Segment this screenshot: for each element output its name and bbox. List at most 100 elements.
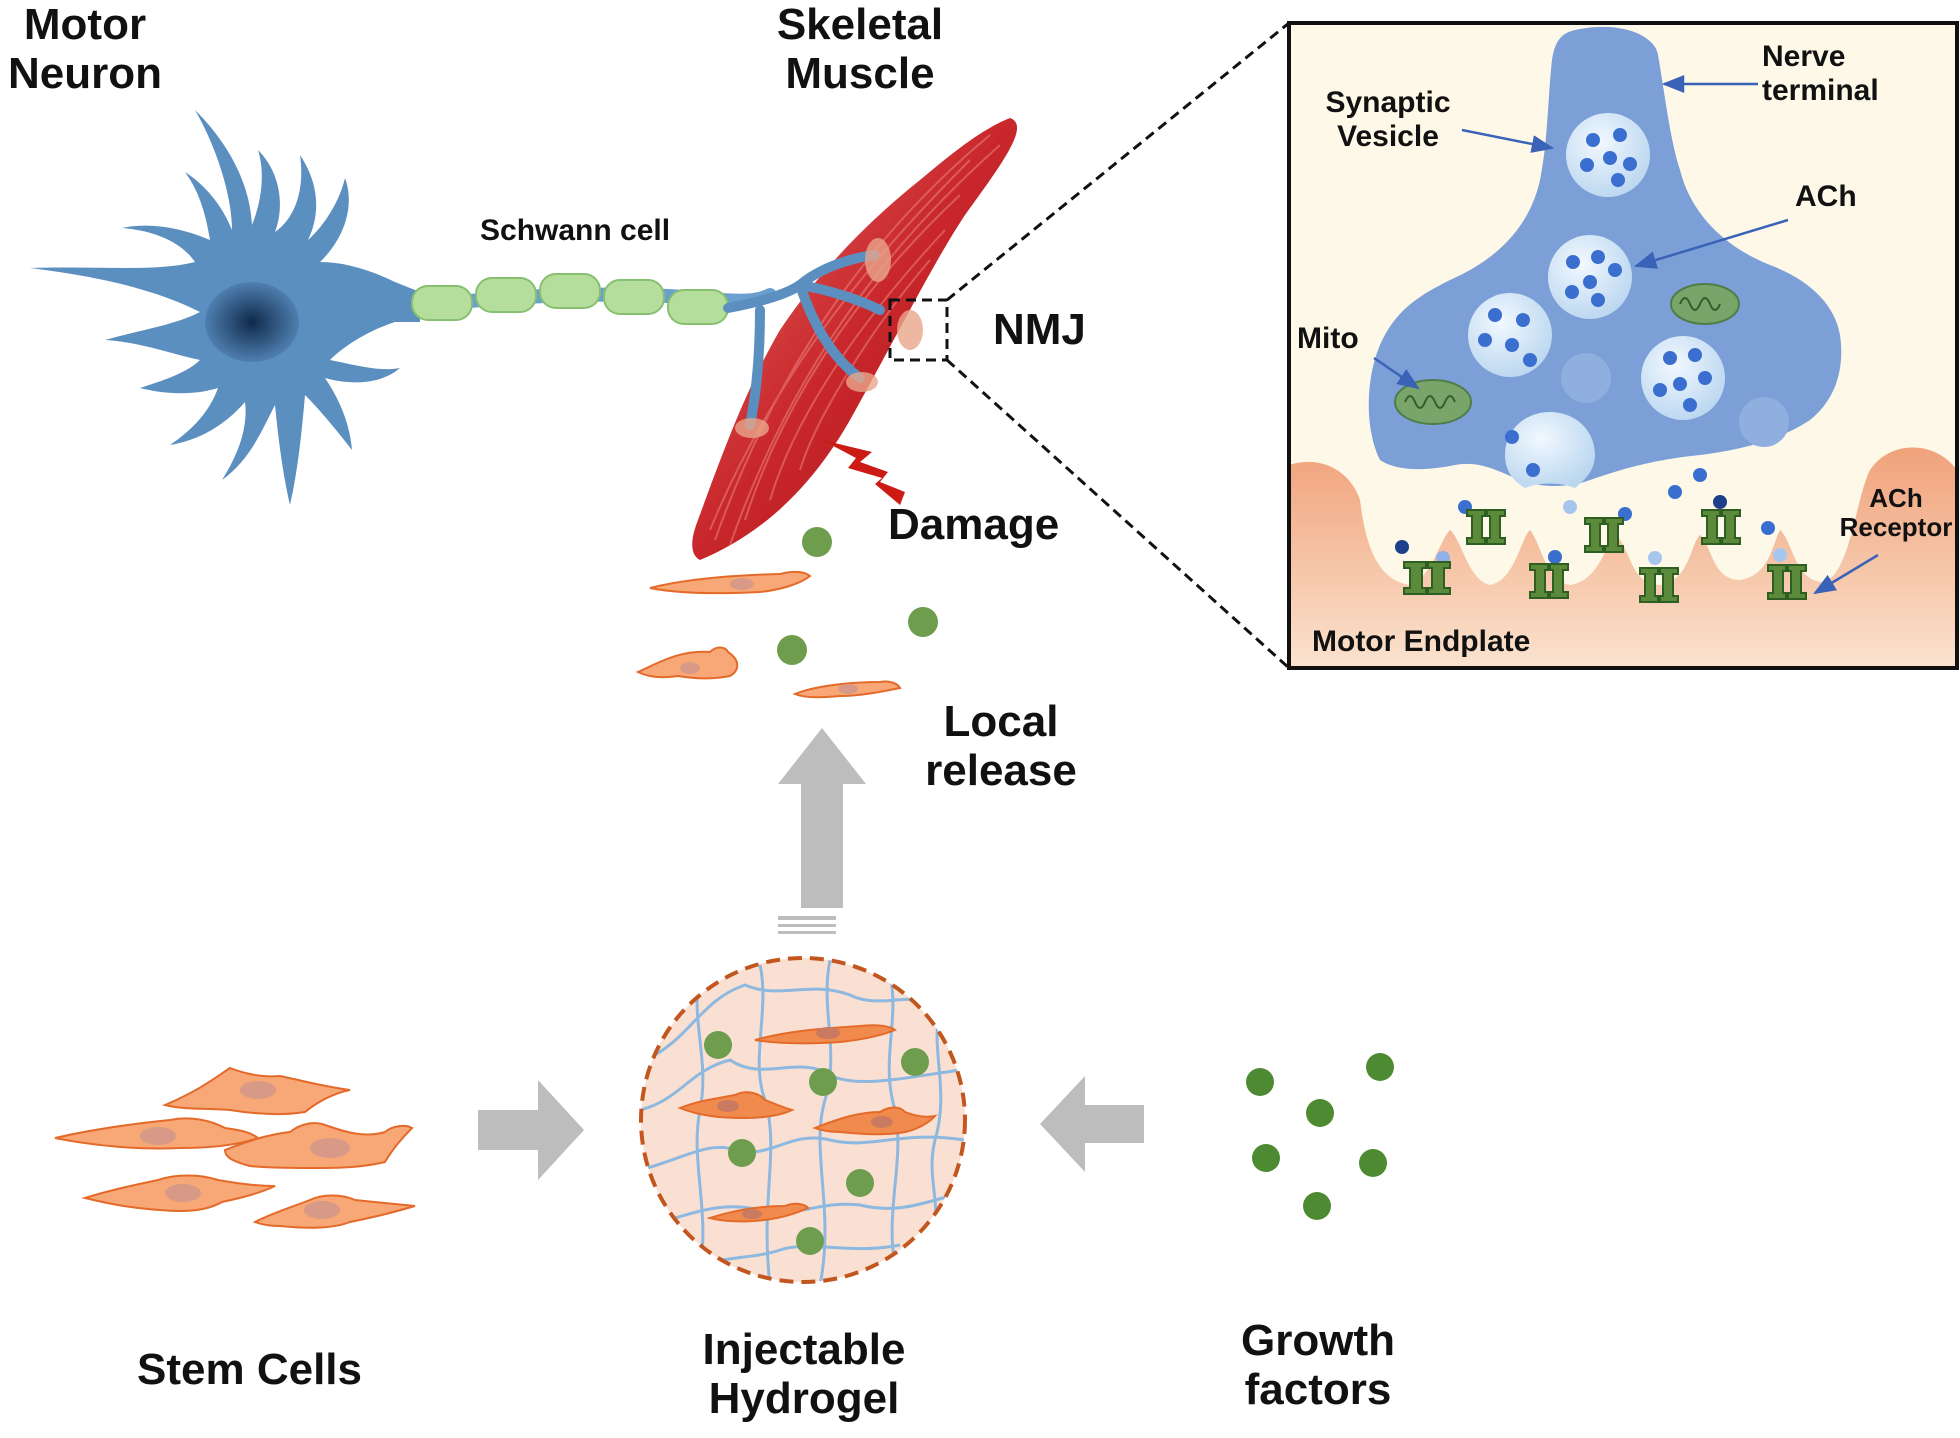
ach-receptors <box>1403 509 1807 603</box>
zoom-line-top <box>946 21 1290 302</box>
damage-label: Damage <box>888 500 1060 549</box>
injectable-hydrogel-label: Injectable Hydrogel <box>674 1325 934 1424</box>
cell-nucleus <box>730 578 754 590</box>
ach-receptor-label-line1: ACh <box>1869 483 1923 513</box>
gel-growth-factor <box>704 1031 732 1059</box>
hydrogel <box>639 956 967 1284</box>
nerve-terminal-label-line1: Nerve <box>1762 40 1846 73</box>
synaptic-vesicle-label: Synaptic Vesicle <box>1310 86 1466 153</box>
ach-receptor <box>1701 509 1741 545</box>
ach-receptor <box>1403 561 1451 595</box>
cell-nucleus <box>310 1138 350 1158</box>
schwann-cell <box>539 273 601 309</box>
nerve-ending <box>865 238 891 282</box>
cell-nucleus <box>140 1127 176 1145</box>
local-release-label-line2: release <box>925 746 1077 796</box>
ach-receptor <box>1466 509 1506 545</box>
hydrogel-contents <box>677 1024 938 1255</box>
growth-factors-group <box>1246 1053 1394 1220</box>
schwann-cell <box>667 289 729 325</box>
local-release-arrow <box>778 728 866 934</box>
mitochondrion <box>1670 283 1740 325</box>
local-release-label-line1: Local <box>943 697 1059 746</box>
nerve-ending <box>897 310 923 350</box>
nmj-zoom-box <box>888 298 949 362</box>
gel-growth-factor <box>809 1068 837 1096</box>
ach-receptor-label: ACh Receptor <box>1836 483 1956 543</box>
gel-growth-factor <box>901 1048 929 1076</box>
motor-neuron-label-line1: Motor <box>23 0 147 49</box>
skeletal-muscle-label-line1: Skeletal <box>776 0 944 49</box>
gel-growth-factor <box>796 1227 824 1255</box>
cell-nucleus <box>680 662 700 674</box>
cell-nucleus <box>838 684 858 694</box>
motor-neuron-nucleus <box>205 282 299 362</box>
released-growth-factor <box>908 607 938 637</box>
gel-growth-factor <box>846 1169 874 1197</box>
schwann-cell <box>411 285 473 321</box>
motor-neuron-label: Motor Neuron <box>0 0 170 99</box>
nmj-inset <box>1287 21 1959 670</box>
schwann-cell <box>603 279 665 315</box>
cell-nucleus <box>871 1116 893 1128</box>
damage-bolt-icon <box>822 440 905 505</box>
ach-receptor <box>1529 563 1569 599</box>
schwann-cells <box>411 273 729 325</box>
synaptic-vesicle-label-line1: Synaptic <box>1325 86 1451 119</box>
growth-factor <box>1252 1144 1280 1172</box>
cell-nucleus <box>240 1081 276 1099</box>
growth-factors-label-line1: Growth <box>1241 1316 1395 1365</box>
ach-molecules <box>1478 128 1712 477</box>
cell-nucleus <box>165 1184 201 1202</box>
ach-receptor <box>1584 517 1624 553</box>
growth-factor <box>1246 1068 1274 1096</box>
skeletal-muscle <box>692 118 1018 560</box>
growth-factor <box>1306 1099 1334 1127</box>
cell-nucleus <box>816 1027 840 1039</box>
faint-vesicle <box>1739 397 1789 447</box>
growth-factor <box>1359 1149 1387 1177</box>
nerve-ending <box>846 372 878 392</box>
nerve-terminal-label: Nerve terminal <box>1762 40 1879 107</box>
zoom-line-bottom <box>945 358 1291 670</box>
motor-neuron <box>30 110 420 505</box>
nerve-terminal-label-line2: terminal <box>1762 73 1879 107</box>
ach-receptor-label-line2: Receptor <box>1839 512 1953 543</box>
stem-cells-label: Stem Cells <box>137 1345 362 1394</box>
gel-growth-factor <box>728 1139 756 1167</box>
growth-factors-label: Growth factors <box>1218 1316 1418 1415</box>
hydrogel-border <box>639 956 967 1284</box>
motor-endplate <box>1289 447 1957 668</box>
stem-cells-group <box>54 1066 416 1229</box>
cell-nucleus <box>742 1209 762 1219</box>
ach-label: ACh <box>1795 180 1857 213</box>
synaptic-vesicle-label-line2: Vesicle <box>1337 119 1439 153</box>
schwann-cell <box>475 277 537 313</box>
growth-factor <box>1366 1053 1394 1081</box>
growth-factor <box>1303 1192 1331 1220</box>
pointer-arrows <box>1373 75 1879 595</box>
mito-label: Mito <box>1297 322 1359 355</box>
cell-nucleus <box>304 1201 340 1219</box>
local-release-label: Local release <box>908 697 1094 796</box>
growth-factors-arrow <box>1040 1076 1144 1172</box>
cell-nucleus <box>717 1100 739 1112</box>
nmj-label: NMJ <box>993 305 1086 354</box>
injectable-hydrogel-label-line2: Hydrogel <box>708 1374 900 1424</box>
skeletal-muscle-label: Skeletal Muscle <box>760 0 960 99</box>
released-stem-cell <box>649 570 812 595</box>
faint-vesicle <box>1561 353 1611 403</box>
ach-receptor <box>1767 564 1807 600</box>
inset-frame <box>1287 21 1959 670</box>
stem-cells-arrow <box>478 1080 584 1180</box>
motor-endplate-label: Motor Endplate <box>1312 625 1531 658</box>
injectable-hydrogel-label-line1: Injectable <box>702 1325 906 1374</box>
mitochondrion <box>1394 379 1472 425</box>
motor-neuron-label-line2: Neuron <box>8 49 162 99</box>
released-cells <box>635 527 938 699</box>
nerve-ending <box>735 418 769 438</box>
released-growth-factor <box>802 527 832 557</box>
released-growth-factor <box>777 635 807 665</box>
growth-factors-label-line2: factors <box>1244 1365 1392 1415</box>
